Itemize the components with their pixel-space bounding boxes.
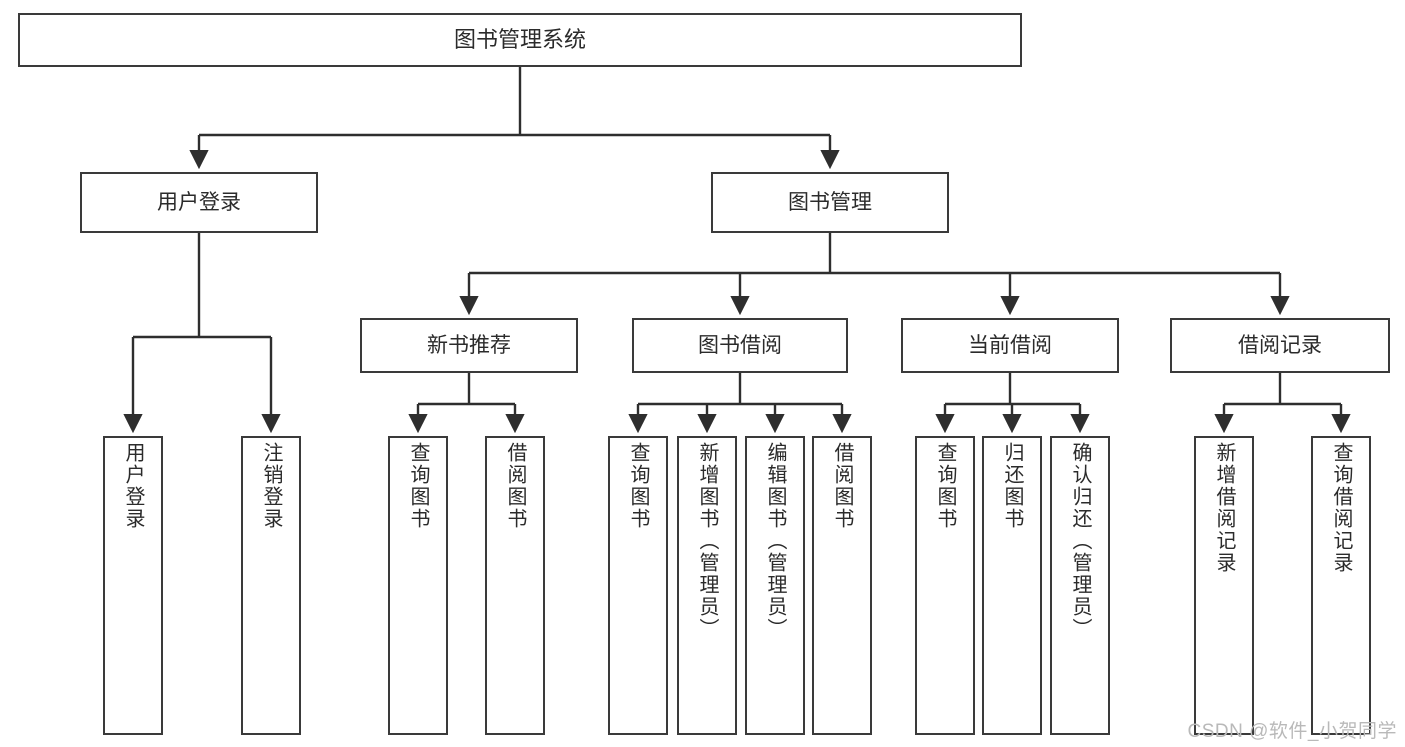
node-leaf-borrow-book[interactable]: 借阅图书 (812, 436, 872, 735)
node-leaf-query-book-borrow[interactable]: 查询图书 (608, 436, 668, 735)
node-label: 编辑图书（管理员） (764, 442, 786, 640)
node-leaf-confirm-return-admin[interactable]: 确认归还（管理员） (1050, 436, 1110, 735)
node-label: 查询图书 (627, 442, 649, 530)
node-label: 借阅图书 (831, 442, 853, 530)
node-book-management[interactable]: 图书管理 (711, 172, 949, 233)
node-user-login[interactable]: 用户登录 (80, 172, 318, 233)
node-new-book-recommend[interactable]: 新书推荐 (360, 318, 578, 373)
node-leaf-add-book-admin[interactable]: 新增图书（管理员） (677, 436, 737, 735)
node-leaf-query-book-recommend[interactable]: 查询图书 (388, 436, 448, 735)
watermark: CSDN @软件_小贺同学 (1187, 721, 1397, 742)
node-label: 借阅记录 (1238, 333, 1322, 357)
node-label: 归还图书 (1001, 442, 1023, 530)
node-label: 当前借阅 (968, 333, 1052, 357)
node-label: 新书推荐 (427, 333, 511, 357)
node-label: 用户登录 (122, 442, 144, 530)
node-leaf-query-book-current[interactable]: 查询图书 (915, 436, 975, 735)
node-label: 图书借阅 (698, 333, 782, 357)
node-leaf-edit-book-admin[interactable]: 编辑图书（管理员） (745, 436, 805, 735)
node-label: 注销登录 (260, 442, 282, 530)
node-leaf-query-borrow-record[interactable]: 查询借阅记录 (1311, 436, 1371, 735)
node-leaf-return-book[interactable]: 归还图书 (982, 436, 1042, 735)
node-label: 图书管理 (788, 190, 872, 214)
node-label: 新增借阅记录 (1213, 442, 1235, 574)
node-label: 用户登录 (157, 190, 241, 214)
node-label: 查询图书 (934, 442, 956, 530)
node-leaf-add-borrow-record[interactable]: 新增借阅记录 (1194, 436, 1254, 735)
node-borrow-record[interactable]: 借阅记录 (1170, 318, 1390, 373)
node-leaf-logout-login[interactable]: 注销登录 (241, 436, 301, 735)
node-label: 确认归还（管理员） (1069, 442, 1091, 640)
node-leaf-user-login[interactable]: 用户登录 (103, 436, 163, 735)
node-label: 查询图书 (407, 442, 429, 530)
node-label: 借阅图书 (504, 442, 526, 530)
node-root-book-management-system[interactable]: 图书管理系统 (18, 13, 1022, 67)
node-label: 查询借阅记录 (1330, 442, 1352, 574)
node-current-borrow[interactable]: 当前借阅 (901, 318, 1119, 373)
node-book-borrow[interactable]: 图书借阅 (632, 318, 848, 373)
node-label: 新增图书（管理员） (696, 442, 718, 640)
node-label: 图书管理系统 (453, 26, 586, 52)
node-leaf-borrow-book-recommend[interactable]: 借阅图书 (485, 436, 545, 735)
